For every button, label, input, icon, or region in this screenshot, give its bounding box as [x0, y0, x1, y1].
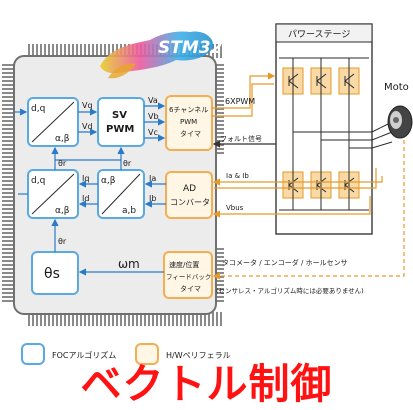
park-block: d,q α,β — [27, 169, 79, 219]
speed-timer-line1: 速度/位置 — [169, 260, 199, 269]
legend: FOCアルゴリズム H/Wペリフェラル — [21, 343, 231, 365]
motor: Moto — [371, 82, 413, 149]
internal-signal-labels: Vq Vd Va Vb Vc Iq Id Ia Ib θr θr θr ωm — [58, 96, 159, 271]
label-ia-ib: Ia & Ib — [226, 172, 249, 180]
speed-timer-line3: タイマ — [180, 284, 201, 293]
external-signal-labels: 6XPWM フォルト信号 Ia & Ib Vbus タコメータ / エンコーダ … — [216, 97, 364, 295]
label-ia: Ia — [149, 174, 156, 183]
label-6xpwm: 6XPWM — [225, 97, 255, 106]
speed-timer-line2: フィードバック — [166, 273, 211, 281]
motor-label: Moto — [384, 82, 409, 93]
label-vd: Vd — [82, 122, 93, 131]
label-iq: Iq — [82, 174, 89, 183]
park-inv-ab: α,β — [55, 134, 70, 144]
label-theta-r-bottom: θr — [58, 237, 67, 246]
label-theta-r-top: θr — [58, 159, 67, 168]
stm32-logo: STM32 — [100, 31, 222, 79]
park-inverse-block: d,q α,β — [27, 97, 79, 147]
legend-hw-label: H/Wペリフェラル — [166, 351, 231, 360]
park-inv-dq: d,q — [31, 104, 45, 114]
pwm-timer-line1: 6チャンネル — [169, 106, 208, 114]
label-vb: Vb — [148, 112, 159, 121]
clarke-ab: α,β — [101, 176, 116, 186]
adc-line2: コンバータ — [170, 198, 210, 207]
park-dq: d,q — [31, 176, 45, 186]
svpwm-line1: SV — [112, 110, 127, 121]
stm32-brand: STM32 — [158, 38, 222, 58]
svpwm-block: SV PWM — [97, 97, 145, 147]
adc-line1: AD — [183, 184, 196, 194]
label-vbus: Vbus — [226, 204, 244, 212]
power-stage-label: パワーステージ — [288, 29, 350, 40]
pwm-timer-line2: PWM — [180, 118, 197, 126]
label-feedback-note: (センサレス・アルゴリズム時には必要ありません) — [216, 286, 364, 295]
power-stage: パワーステージ — [275, 23, 373, 235]
clarke-abc: a,b — [122, 206, 136, 216]
park-ab: α,β — [55, 206, 70, 216]
theta-s-symbol: θs — [44, 266, 60, 282]
label-ib: Ib — [149, 194, 156, 203]
theta-estimator-block: θs — [31, 251, 79, 295]
adc-block: AD コンバータ — [165, 171, 213, 219]
page-title: ベクトル制御 — [80, 360, 333, 408]
legend-foc-swatch — [21, 343, 45, 365]
label-id: Id — [82, 194, 89, 203]
label-vq: Vq — [82, 101, 93, 110]
pwm-timer-block: 6チャンネル PWM タイマ — [165, 95, 213, 151]
label-theta-r-mid: θr — [123, 159, 132, 168]
label-feedback-sensors: タコメータ / エンコーダ / ホールセンサ — [222, 258, 348, 267]
legend-foc-label: FOCアルゴリズム — [52, 350, 116, 360]
label-vc: Vc — [148, 128, 158, 137]
external-wiring — [212, 72, 405, 280]
label-fault: フォルト信号 — [220, 134, 262, 143]
pwm-timer-line3: タイマ — [180, 129, 201, 138]
internal-arrows — [14, 102, 166, 276]
speed-timer-block: 速度/位置 フィードバック タイマ — [163, 251, 213, 299]
label-va: Va — [148, 96, 158, 105]
label-omega: ωm — [118, 257, 140, 271]
clarke-block: α,β a,b — [97, 169, 145, 219]
svpwm-line2: PWM — [106, 124, 134, 135]
legend-hw-swatch — [135, 343, 159, 365]
